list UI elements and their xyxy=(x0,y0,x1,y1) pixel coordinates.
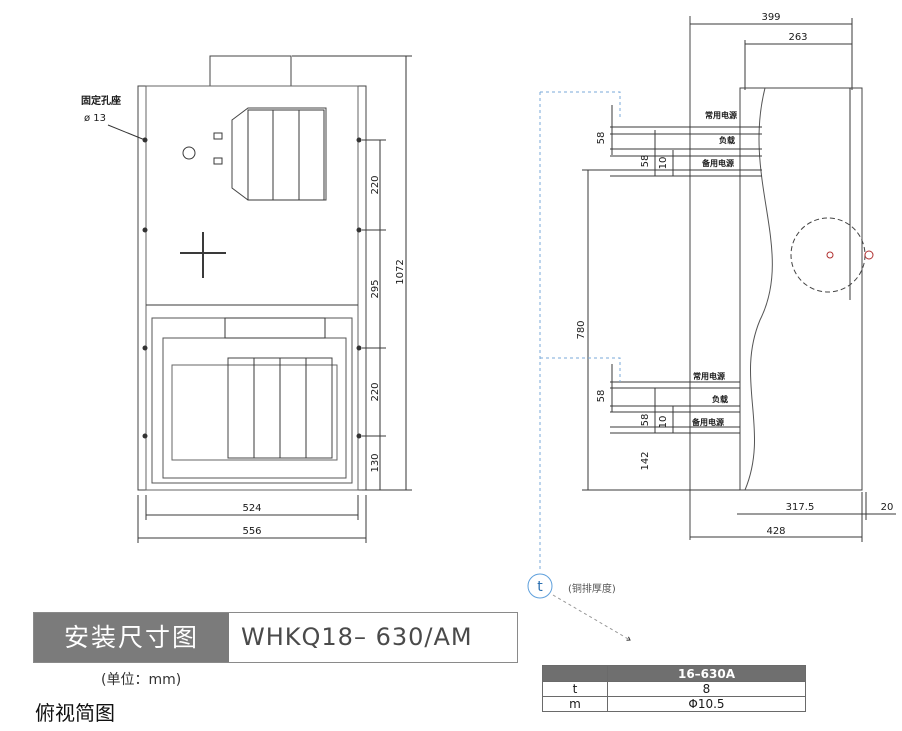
spec-header-cell: 16–630A xyxy=(607,665,806,682)
dim-556: 556 xyxy=(242,526,261,537)
dim-428: 428 xyxy=(766,526,785,537)
dim-10-b: 10 xyxy=(658,416,669,429)
unit-note: (单位：mm) xyxy=(101,672,182,688)
spec-row: t 8 xyxy=(542,681,806,697)
dim-58-d: 58 xyxy=(640,414,651,427)
dim-142: 142 xyxy=(640,451,651,470)
dim-220-lower: 220 xyxy=(370,382,381,401)
dim-58-b: 58 xyxy=(640,155,651,168)
spec-cell: t xyxy=(542,681,608,697)
front-view xyxy=(107,55,412,543)
label-load-bottom: 负载 xyxy=(712,394,728,404)
label-backup-source-top: 备用电源 xyxy=(701,158,734,168)
label-backup-source-bottom: 备用电源 xyxy=(691,417,724,427)
spec-header-row: 16–630A xyxy=(542,665,806,682)
dim-399: 399 xyxy=(761,12,780,23)
dim-58-a: 58 xyxy=(596,132,607,145)
dim-780: 780 xyxy=(576,320,587,339)
dim-1072: 1072 xyxy=(395,259,406,284)
dim-317-5: 317.5 xyxy=(786,502,815,513)
thickness-symbol: t xyxy=(537,579,543,595)
spec-row: m Φ10.5 xyxy=(542,696,806,712)
drawing-title: 安装尺寸图 WHKQ18– 630/AM xyxy=(33,612,518,663)
spec-cell: Φ10.5 xyxy=(607,696,806,712)
dim-20: 20 xyxy=(881,502,894,513)
hole-diameter: ø 13 xyxy=(84,113,106,124)
view-label: 俯视简图 xyxy=(35,701,115,725)
label-common-source-top: 常用电源 xyxy=(705,110,737,120)
dim-58-c: 58 xyxy=(596,390,607,403)
thickness-note: (铜排厚度) xyxy=(568,582,616,595)
spec-cell: 8 xyxy=(607,681,806,697)
dim-130: 130 xyxy=(370,453,381,472)
hole-label: 固定孔座 xyxy=(81,94,121,107)
label-load-top: 负载 xyxy=(719,135,735,145)
spec-table: 16–630A t 8 m Φ10.5 xyxy=(542,665,806,712)
dim-295: 295 xyxy=(370,279,381,298)
spec-cell: m xyxy=(542,696,608,712)
label-common-source-bottom: 常用电源 xyxy=(693,371,725,381)
spec-header-cell xyxy=(542,665,608,682)
dim-263: 263 xyxy=(788,32,807,43)
side-view xyxy=(527,16,896,640)
title-left: 安装尺寸图 xyxy=(34,613,229,662)
dim-10-a: 10 xyxy=(658,157,669,170)
title-model: WHKQ18– 630/AM xyxy=(241,623,473,651)
dim-220-upper: 220 xyxy=(370,175,381,194)
dim-524: 524 xyxy=(242,503,261,514)
